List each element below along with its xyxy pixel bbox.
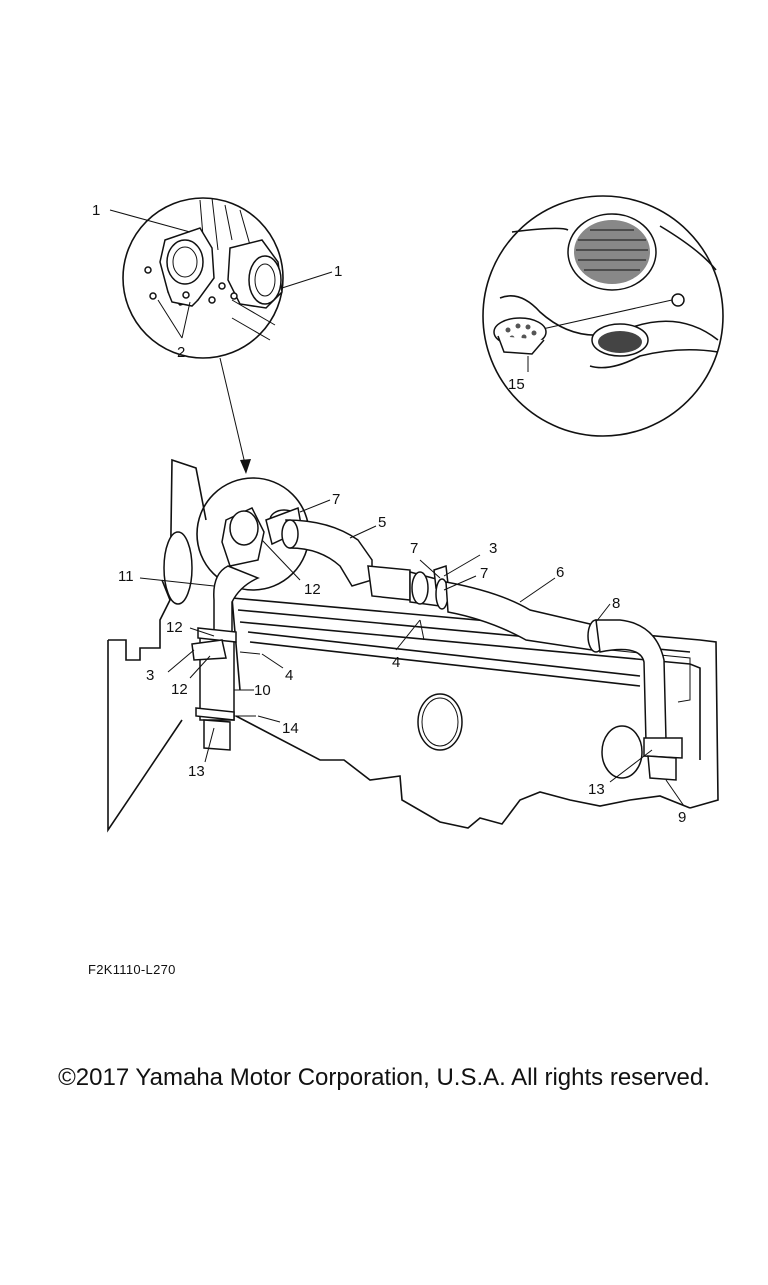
callout-1: 1 — [92, 202, 100, 219]
callout-13: 13 — [588, 781, 605, 798]
callout-9: 9 — [678, 809, 686, 826]
callout-6: 6 — [556, 564, 564, 581]
detail-circle-vent-cap — [482, 195, 724, 437]
callout-15: 15 — [508, 376, 525, 393]
callout-10: 10 — [254, 682, 271, 699]
callout-4: 4 — [392, 654, 400, 671]
callout-7: 7 — [410, 540, 418, 557]
callout-1: 1 — [334, 263, 342, 280]
callout-4: 4 — [285, 667, 293, 684]
callout-3: 3 — [489, 540, 497, 557]
callout-2: 2 — [177, 344, 185, 361]
callout-12: 12 — [304, 581, 321, 598]
callout-5: 5 — [378, 514, 386, 531]
callout-14: 14 — [282, 720, 299, 737]
callout-7: 7 — [480, 565, 488, 582]
callout-13: 13 — [188, 763, 205, 780]
callout-7: 7 — [332, 491, 340, 508]
callout-12: 12 — [166, 619, 183, 636]
callout-3: 3 — [146, 667, 154, 684]
arrow-icon — [240, 459, 251, 474]
detail-circle-intake — [109, 197, 333, 359]
callout-11: 11 — [118, 568, 134, 585]
copyright-notice: ©2017 Yamaha Motor Corporation, U.S.A. A… — [58, 1064, 710, 1091]
callout-8: 8 — [612, 595, 620, 612]
main-assembly — [107, 458, 719, 833]
part-code: F2K1110-L270 — [88, 962, 176, 977]
screw-icon — [144, 266, 238, 304]
callout-12: 12 — [171, 681, 188, 698]
